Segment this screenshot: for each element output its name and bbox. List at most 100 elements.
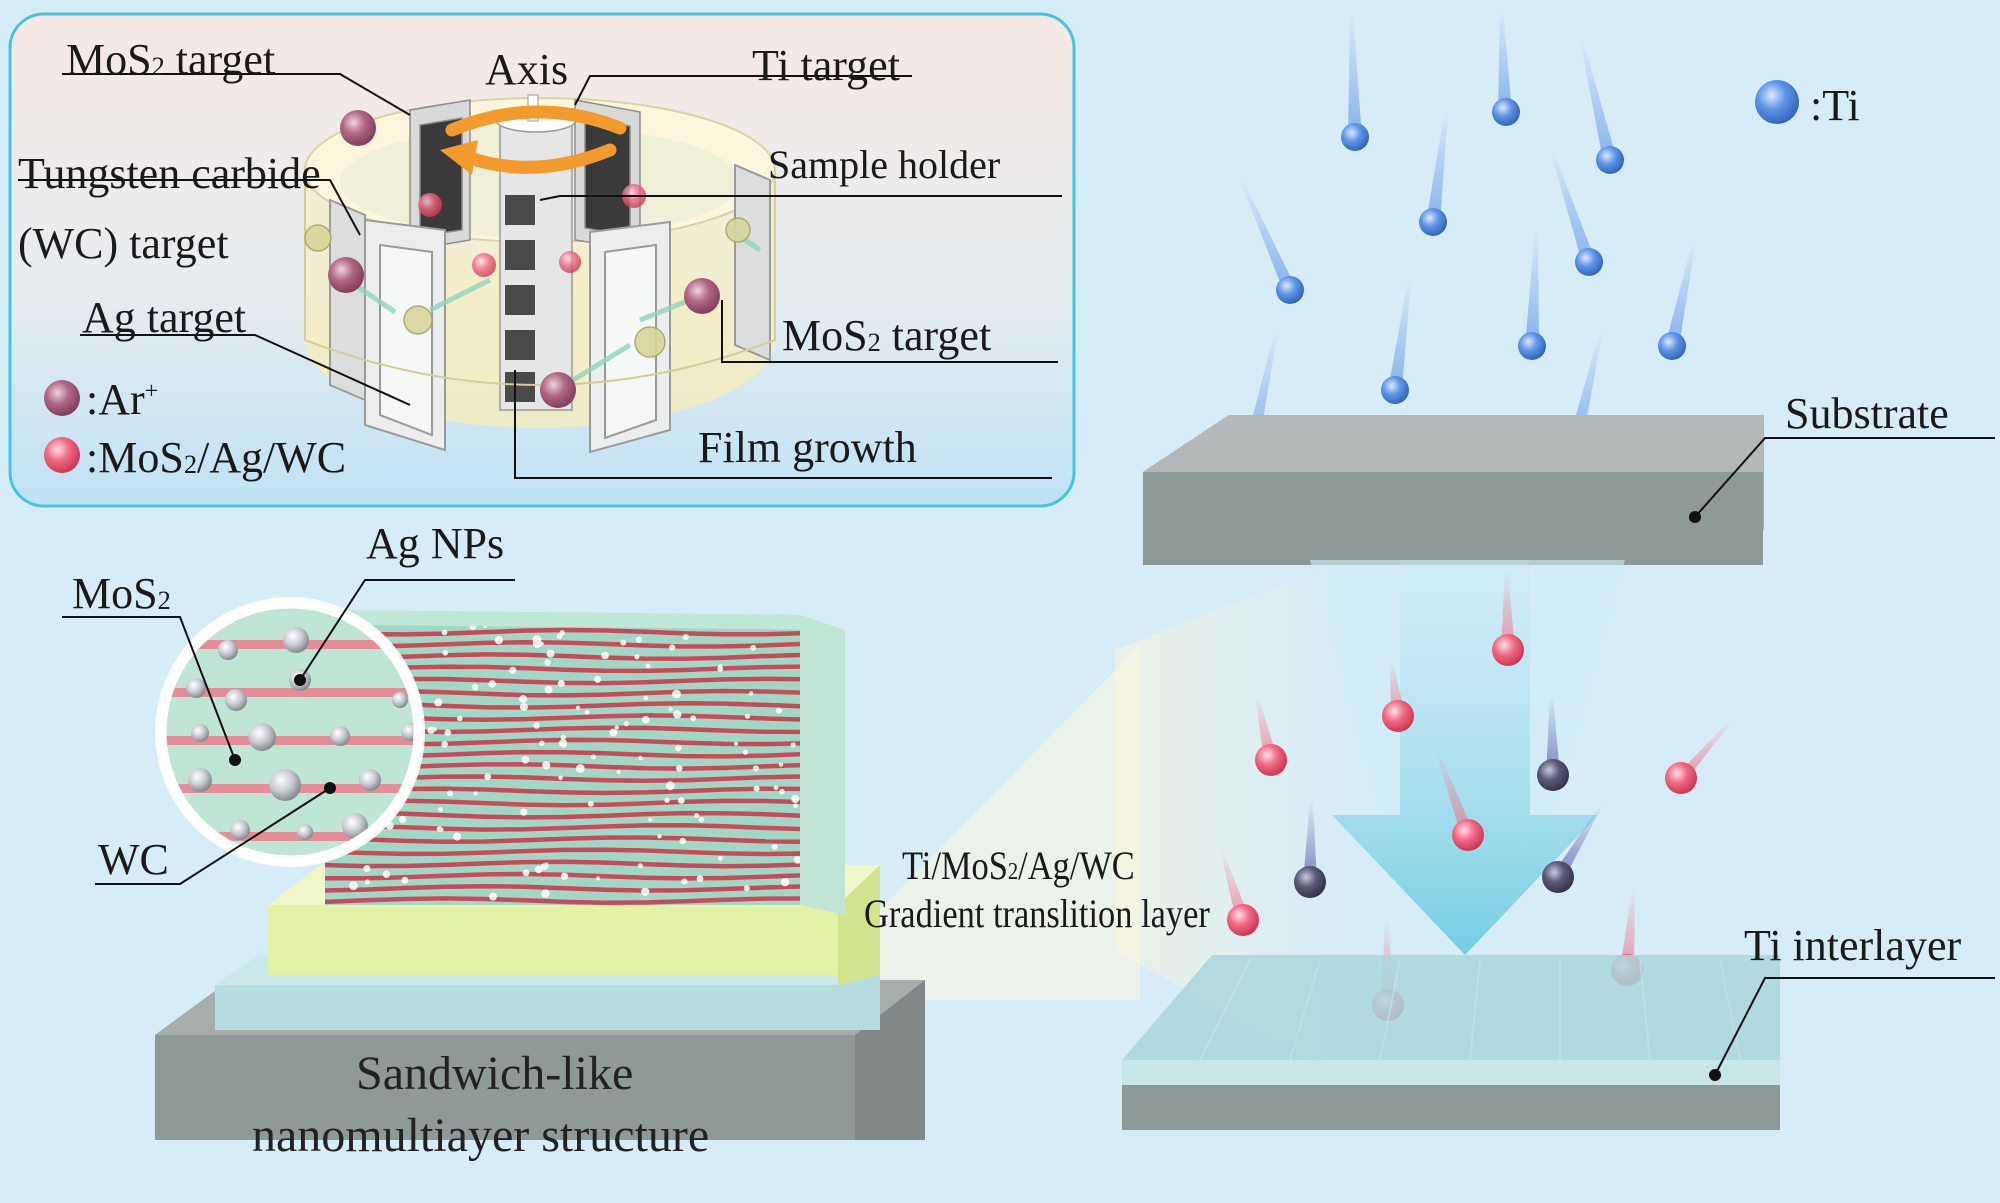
ag-nanoparticle: [641, 887, 650, 896]
title-nanomultilayer-structure: nanomultiayer structure: [252, 1109, 710, 1162]
label-axis: Axis: [485, 45, 569, 94]
label-gradient-layer: Gradient translition layer: [864, 891, 1210, 936]
ag-nanoparticle: [637, 863, 644, 869]
ag-nanoparticle: [438, 807, 443, 812]
ag-nanoparticle: [575, 764, 585, 773]
legend-ti: :Ti: [1810, 81, 1860, 130]
ag-nanoparticle: [675, 744, 682, 752]
label-mos2-target-top: MoS2 target: [66, 35, 276, 84]
ag-nanoparticle: [648, 817, 653, 822]
ag-nanoparticle: [520, 808, 528, 816]
mos2-stripe: [325, 883, 800, 893]
ag-nanoparticle: [432, 727, 437, 732]
ag-nanoparticle: [401, 876, 409, 884]
ag-nanoparticle: [752, 765, 760, 772]
ag-nanoparticle: [690, 715, 697, 722]
ag-nanoparticle: [634, 654, 640, 660]
ag-nanoparticle: [742, 749, 749, 755]
ag-nanoparticle: [560, 872, 569, 880]
ag-nanoparticle: [534, 865, 543, 874]
ag-nanoparticle: [668, 707, 673, 712]
ag-nanoparticle: [717, 665, 724, 672]
mos2-stripe: [325, 896, 800, 905]
ag-nanoparticle: [677, 797, 685, 804]
label-ti-target: Ti target: [752, 41, 900, 90]
ag-nanoparticle: [594, 675, 602, 683]
ag-nanoparticle: [427, 726, 435, 734]
ag-nanoparticle: [560, 734, 566, 741]
ag-nanoparticle: [733, 741, 739, 746]
ag-nanoparticle: [447, 790, 454, 797]
ag-nanoparticle: [575, 705, 581, 710]
ag-nanoparticle: [488, 680, 497, 688]
ag-nanoparticle: [532, 635, 542, 644]
ag-nanoparticle: [544, 659, 551, 666]
ag-nanoparticle: [442, 650, 449, 656]
ag-nanoparticle: [471, 683, 479, 691]
ag-nanoparticle: [645, 663, 651, 669]
ti-particles: [1236, 10, 1696, 465]
ag-nanoparticle: [521, 756, 530, 764]
ag-nanoparticle: [642, 716, 650, 724]
ag-nanoparticle: [614, 725, 619, 730]
mos2-stripe: [325, 847, 800, 857]
mos2-stripe: [325, 871, 800, 881]
deposit-particles: [1220, 570, 1733, 1021]
ag-nanoparticle: [665, 781, 675, 791]
ag-nanoparticle: [587, 800, 594, 807]
ag-nanoparticle: [544, 862, 549, 867]
ag-nanoparticle: [558, 775, 563, 781]
ag-nanoparticle: [791, 794, 800, 804]
ag-nanoparticle: [364, 879, 370, 885]
ag-nanoparticle: [638, 755, 643, 761]
label-gradient-composition: Ti/MoS2/Ag/WC: [902, 843, 1135, 888]
ag-nanoparticle: [557, 679, 565, 688]
ag-nanoparticle: [682, 634, 689, 640]
ag-nanoparticle: [363, 865, 371, 872]
ag-nanoparticle: [519, 703, 528, 711]
legend-mos2-ag-wc: :MoS2/Ag/WC: [86, 433, 347, 482]
ag-nanoparticle: [778, 762, 784, 767]
ag-nanoparticle: [793, 803, 798, 809]
ag-nanoparticle: [596, 876, 600, 881]
ag-nanoparticle: [556, 633, 563, 640]
label-wc-target: (WC) target: [18, 219, 229, 268]
mos2-stripe: [325, 835, 800, 845]
ag-nanoparticle: [750, 644, 757, 651]
ag-nanoparticle: [773, 785, 779, 791]
label-wc: WC: [98, 835, 169, 884]
label-ag-target: Ag target: [82, 293, 247, 342]
label-tungsten-carbide: Tungsten carbide: [18, 149, 321, 198]
ag-nanoparticle: [673, 710, 682, 719]
ag-nanoparticle: [635, 636, 643, 643]
ag-nanoparticle: [664, 797, 670, 803]
ag-nanoparticle: [669, 644, 676, 651]
ag-nanoparticle: [672, 689, 681, 699]
ag-nanoparticle: [694, 813, 700, 818]
ag-nanoparticle: [457, 715, 463, 722]
mos2-stripe: [325, 859, 800, 869]
ag-nanoparticle: [775, 707, 783, 714]
ag-nanoparticle: [494, 635, 504, 645]
ag-nanoparticle: [509, 666, 517, 675]
ag-nanoparticle: [793, 855, 800, 864]
ag-nanoparticle: [643, 695, 649, 701]
ag-nanoparticle: [398, 815, 407, 824]
ag-nanoparticle: [591, 754, 596, 760]
ag-nanoparticle: [718, 855, 723, 861]
ag-nanoparticle: [623, 720, 629, 727]
ag-nanoparticle: [744, 713, 751, 719]
ag-nanoparticle: [434, 698, 443, 707]
label-film-growth: Film growth: [698, 423, 917, 472]
ag-nanoparticle: [541, 889, 550, 898]
ag-nanoparticle: [444, 729, 452, 736]
ag-nanoparticle: [453, 832, 462, 841]
ag-nanoparticle: [743, 885, 750, 892]
ag-nanoparticle: [620, 639, 627, 646]
ag-nanoparticle: [522, 869, 530, 877]
ag-nanoparticle: [679, 837, 687, 845]
label-mos2: MoS2: [72, 569, 171, 618]
ag-nanoparticle: [489, 892, 497, 901]
